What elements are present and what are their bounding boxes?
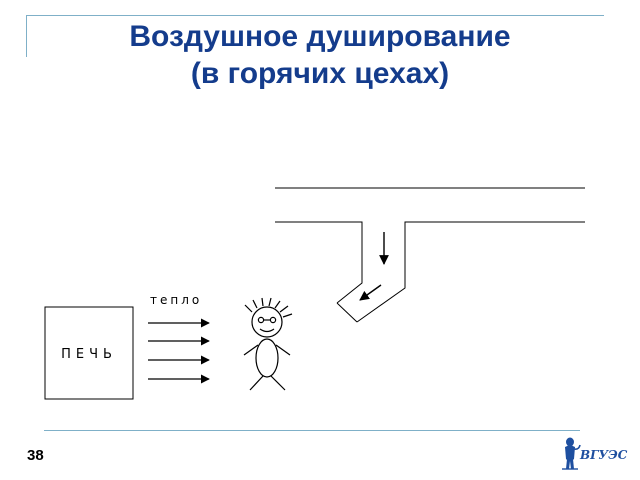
worker-right-arm xyxy=(275,344,291,356)
duct-bottom-wall-left xyxy=(275,221,363,304)
worker-left-eye xyxy=(257,316,265,324)
title-frame-left-line xyxy=(26,15,27,57)
duct-bottom-wall-right xyxy=(356,221,585,323)
furnace-label: ПЕЧЬ xyxy=(61,347,117,362)
logo-text: ВГУЭС xyxy=(579,448,628,462)
slide-title: Воздушное душирование (в горячих цехах) xyxy=(40,18,600,92)
heat-label: тепло xyxy=(150,293,202,307)
worker-right-leg xyxy=(270,375,286,391)
air-duct xyxy=(275,187,585,323)
title-frame-top-line xyxy=(26,15,604,16)
worker-left-leg xyxy=(249,375,264,391)
airflow-outlet-arrow xyxy=(359,284,382,301)
worker-figure xyxy=(243,297,293,391)
worker-head xyxy=(251,306,283,338)
furnace-box xyxy=(44,306,134,400)
heat-arrows xyxy=(148,318,210,384)
footer-rule xyxy=(44,430,580,431)
logo-emblem-icon xyxy=(562,437,581,470)
worker-left-arm xyxy=(243,344,259,356)
worker-body xyxy=(255,338,279,378)
slide-title-line-2: (в горячих цехах) xyxy=(190,57,450,90)
duct-outlet-edge xyxy=(336,302,358,323)
university-logo: ВГУЭС xyxy=(562,437,628,470)
slide-title-line-1: Воздушное душирование xyxy=(129,20,511,53)
worker-right-eye xyxy=(269,316,277,324)
page-number: 38 xyxy=(27,447,44,464)
worker-mouth xyxy=(259,328,275,333)
worker-hair xyxy=(244,297,293,318)
